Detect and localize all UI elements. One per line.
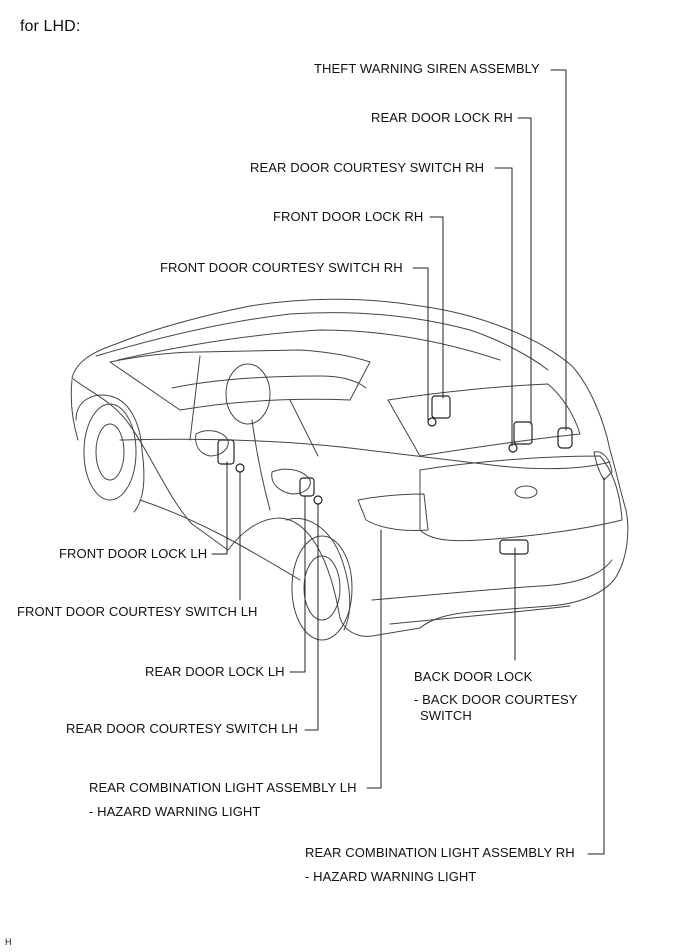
rear-door-courtesy-rh-part [508, 443, 518, 453]
label-rear-combo-lh: REAR COMBINATION LIGHT ASSEMBLY LH [89, 780, 357, 795]
front-wheel-hub [95, 423, 125, 481]
label-rear-combo-rh: REAR COMBINATION LIGHT ASSEMBLY RH [305, 845, 575, 860]
leader-rear-door-lock-rh [517, 117, 532, 425]
rear-bumper-lower [389, 605, 571, 625]
figure-code: H [5, 937, 12, 947]
back-door [419, 455, 623, 542]
back-window [387, 383, 581, 457]
right-mirror [271, 468, 311, 495]
steering-wheel [225, 363, 271, 425]
center-console [289, 399, 319, 457]
rear-wheel [291, 535, 353, 641]
leader-rear-door-courtesy-rh [494, 167, 513, 447]
rear-wheel-hub [303, 555, 341, 621]
label-rear-combo-rh-sub: - HAZARD WARNING LIGHT [305, 869, 477, 884]
label-rear-door-lock-rh: REAR DOOR LOCK RH [371, 110, 513, 125]
page-title: for LHD: [20, 18, 81, 35]
dashboard [171, 375, 367, 389]
rear-lamp-rh [593, 451, 613, 481]
leader-rear-door-courtesy-lh [304, 503, 319, 731]
belt-line [119, 438, 611, 470]
leader-front-door-lock-lh [211, 461, 228, 555]
back-door-lock-part [499, 539, 529, 555]
theft-siren-part [557, 427, 573, 449]
label-front-door-courtesy-rh: FRONT DOOR COURTESY SWITCH RH [160, 260, 403, 275]
label-theft-warning-siren: THEFT WARNING SIREN ASSEMBLY [314, 61, 540, 76]
leader-front-door-lock-rh [429, 216, 444, 399]
label-rear-combo-lh-sub: - HAZARD WARNING LIGHT [89, 804, 261, 819]
front-wheel-arch [75, 394, 145, 513]
rear-bumper [371, 559, 613, 601]
rear-door-lock-rh-part [513, 421, 533, 445]
b-pillar [189, 355, 201, 441]
label-back-door-lock: BACK DOOR LOCK [414, 669, 533, 684]
label-back-door-courtesy-2: SWITCH [420, 708, 472, 723]
car-roof-inner [117, 329, 501, 361]
label-front-door-lock-lh: FRONT DOOR LOCK LH [59, 546, 208, 561]
label-back-door-courtesy-1: - BACK DOOR COURTESY [414, 692, 578, 707]
label-front-door-lock-rh: FRONT DOOR LOCK RH [273, 209, 424, 224]
rear-emblem [514, 485, 538, 499]
front-door-courtesy-lh-part [235, 463, 245, 473]
front-door-lock-lh-part [217, 439, 235, 465]
car-body [70, 298, 629, 641]
rear-wheel-arch [285, 518, 351, 631]
leader-lines [211, 69, 605, 855]
leader-theft-siren [550, 69, 567, 431]
label-rear-door-courtesy-lh: REAR DOOR COURTESY SWITCH LH [66, 721, 299, 736]
leader-front-door-courtesy-rh [412, 267, 429, 421]
front-door-courtesy-rh-part [427, 417, 437, 427]
front-fascia [70, 379, 79, 441]
leader-rear-combo-rh [587, 477, 605, 855]
car-body-outline [71, 298, 629, 637]
left-mirror [195, 430, 229, 457]
label-front-door-courtesy-lh: FRONT DOOR COURTESY SWITCH LH [17, 604, 258, 619]
rear-door-lock-lh-part [299, 477, 315, 497]
label-rear-door-lock-lh: REAR DOOR LOCK LH [145, 664, 285, 679]
rear-lamp-lh [357, 493, 429, 531]
leader-rear-door-lock-lh [289, 495, 306, 673]
windshield [109, 349, 371, 411]
front-wheel [83, 403, 137, 501]
door-split-line [251, 419, 271, 511]
car-roof [95, 312, 549, 371]
side-sill [139, 499, 301, 581]
label-rear-door-courtesy-rh: REAR DOOR COURTESY SWITCH RH [250, 160, 485, 175]
front-door-lock-rh-part [431, 395, 451, 419]
rear-door-courtesy-lh-part [313, 495, 323, 505]
leader-rear-combo-lh [366, 529, 382, 789]
component-parts [217, 395, 573, 555]
